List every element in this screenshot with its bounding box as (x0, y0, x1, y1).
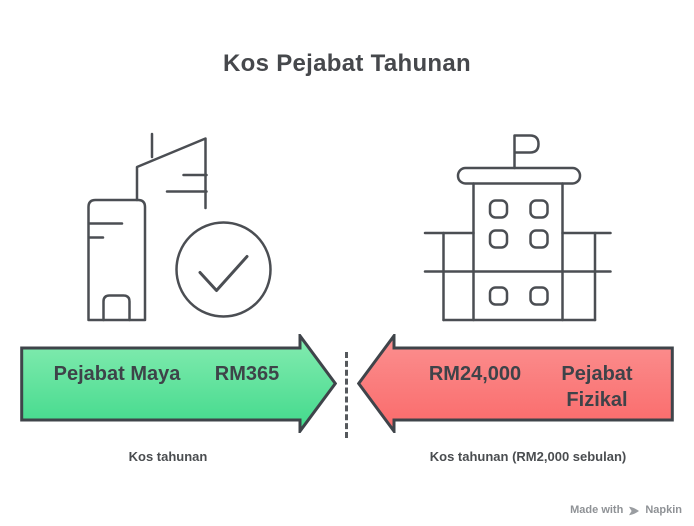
made-with-text: Made with (570, 504, 624, 516)
center-dashed-divider (345, 352, 348, 438)
green-arrow-shape (20, 334, 337, 433)
diagram-title: Kos Pejabat Tahunan (223, 50, 471, 77)
left-arrow-label: Pejabat Maya (53, 363, 181, 385)
flag-icon (513, 134, 540, 170)
check-circle (175, 221, 272, 318)
office-building-lines (423, 134, 612, 322)
red-arrow-shape (357, 334, 674, 433)
checkmark-icon (198, 255, 249, 292)
city-buildings-lines (87, 132, 272, 322)
virtual-office-checkmark-icon (87, 132, 272, 322)
physical-office-building-icon (423, 134, 612, 322)
napkin-brand-text: Napkin (645, 504, 682, 516)
red-arrow-left (357, 334, 674, 433)
left-arrow-value: RM365 (214, 363, 280, 385)
green-arrow-right (20, 334, 337, 433)
left-caption: Kos tahunan (128, 449, 208, 464)
napkin-pen-icon (629, 506, 640, 515)
napkin-credit: Made with Napkin (570, 504, 682, 517)
right-arrow-label: Pejabat Fizikal (561, 363, 633, 411)
right-caption: Kos tahunan (RM2,000 sebulan) (429, 449, 627, 464)
right-arrow-value: RM24,000 (428, 363, 522, 385)
